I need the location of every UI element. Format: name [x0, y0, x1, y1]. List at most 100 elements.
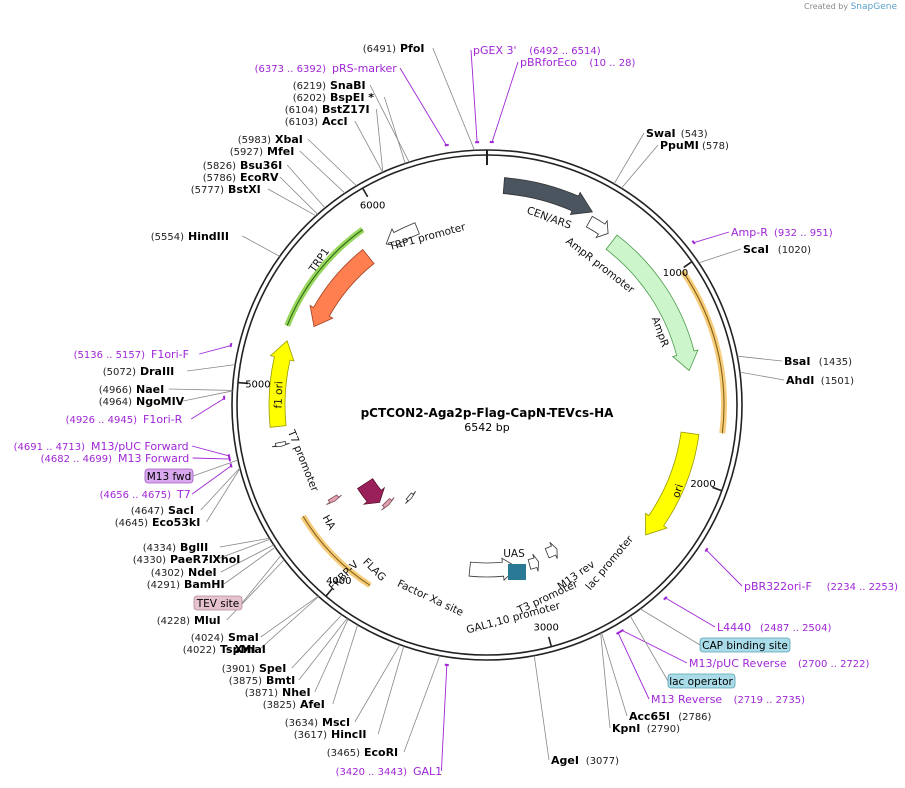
enzyme-pos-39: (3077) — [586, 756, 619, 767]
credit-prefix: Created by — [804, 2, 849, 11]
primer-mark-10 — [663, 596, 668, 601]
enzyme-name-9: BstXI — [228, 183, 261, 196]
enzyme-name-28: AfeI — [300, 698, 325, 711]
leader-boxed-2 — [639, 608, 701, 646]
enzyme-pos-17: (4330) — [133, 555, 166, 566]
leader-primer-12 — [617, 631, 650, 700]
leader-enzyme-1 — [369, 84, 410, 163]
enzyme-pos-25: (3901) — [222, 664, 255, 675]
enzyme-pos-29: (3634) — [285, 718, 318, 729]
enzyme-name-31: EcoRI — [364, 746, 398, 759]
leader-enzyme-12 — [168, 388, 233, 391]
enzyme-name-16: BglII — [180, 541, 208, 554]
f1-ori-label: f1 ori — [273, 381, 286, 409]
leader-primer-4 — [199, 344, 233, 355]
primer-mark-7 — [228, 457, 232, 462]
leader-enzyme-19 — [220, 544, 274, 573]
enzyme-name-4: AccI — [322, 115, 348, 128]
leader-lines — [168, 47, 785, 772]
ori-arrow — [645, 431, 700, 536]
cen-ars-arrow — [502, 177, 594, 215]
tick-3000 — [547, 636, 553, 647]
primer-name-13: GAL1 — [413, 765, 442, 778]
t3-promoter-arrow — [527, 553, 539, 572]
leader-enzyme-39 — [533, 655, 550, 761]
leader-boxed-3 — [629, 615, 669, 682]
tick-2000 — [712, 486, 723, 492]
primer-name-12: M13 Reverse — [651, 693, 722, 706]
primer-range-5: (4926 .. 4945) — [66, 415, 138, 426]
ori-label: ori — [670, 483, 686, 500]
leader-enzyme-28 — [332, 624, 359, 705]
leader-enzyme-16 — [219, 537, 270, 548]
ha-arrow — [326, 494, 342, 505]
leader-enzyme-2 — [384, 96, 406, 164]
ampr-highlight-core — [682, 270, 725, 434]
cap-binding-site-box[interactable]: CAP binding site — [699, 637, 791, 653]
leader-enzyme-31 — [403, 655, 441, 753]
tick-label-6000: 6000 — [360, 200, 385, 211]
leader-primer-5 — [190, 397, 226, 420]
enzyme-pos-11: (5072) — [103, 367, 136, 378]
primer-mark-3 — [691, 240, 696, 245]
tick-1000 — [683, 261, 693, 269]
enzyme-name-21: MluI — [194, 614, 221, 627]
enzyme-name-24: - XmaI — [226, 643, 266, 656]
leader-enzyme-32 — [613, 132, 645, 185]
primer-mark-9 — [704, 547, 709, 553]
enzyme-pos-26: (3875) — [229, 676, 262, 687]
leader-enzyme-23 — [259, 596, 319, 650]
primer-name-6: M13/pUC Forward — [91, 440, 189, 453]
trp1-promoter-arrow — [385, 222, 420, 248]
enzyme-name-18: - XhoI — [204, 553, 240, 566]
backbone-inner — [236, 154, 738, 656]
enzyme-pos-7: (5826) — [203, 161, 236, 172]
feature-arrows — [268, 177, 700, 582]
enzyme-name-23: TspMI — [220, 643, 256, 656]
flag-arrow — [381, 497, 395, 511]
primer-mark-11 — [619, 628, 624, 633]
enzyme-pos-2: (6202) — [293, 93, 326, 104]
tev-site-label: TEV site — [196, 598, 240, 610]
plasmid-size: 6542 bp — [464, 421, 509, 434]
enzyme-name-0: PfoI — [400, 42, 425, 55]
enzyme-pos-31: (3465) — [327, 748, 360, 759]
enzyme-name-22: SmaI — [228, 631, 259, 644]
primer-range-11: (2700 .. 2722) — [798, 659, 870, 670]
enzyme-pos-38: (2790) — [647, 724, 680, 735]
snapgene-credit: Created by SnapGene — [804, 2, 897, 12]
enzyme-name-13: NgoMIV — [136, 395, 185, 408]
enzyme-name-27: NheI — [282, 686, 311, 699]
enzyme-pos-10: (5554) — [151, 232, 184, 243]
leader-enzyme-26 — [298, 618, 348, 681]
leader-primer-11 — [621, 629, 688, 664]
enzyme-pos-37: (2786) — [678, 712, 711, 723]
tev-site-box[interactable]: TEV site — [193, 595, 243, 611]
primer-name-11: M13/pUC Reverse — [689, 657, 787, 670]
enzyme-pos-19: (4302) — [151, 568, 184, 579]
enzyme-name-36: AhdI — [786, 374, 814, 387]
leader-primer-1 — [491, 61, 519, 144]
enzyme-pos-30: (3617) — [294, 730, 327, 741]
tick-label-4000: 4000 — [326, 576, 351, 587]
primer-mark-2 — [444, 143, 449, 147]
enzyme-pos-12: (4966) — [99, 385, 132, 396]
enzyme-name-14: SacI — [168, 504, 194, 517]
leader-primer-0 — [470, 49, 478, 144]
leader-primer-2 — [399, 67, 448, 147]
m13-fwd-box[interactable]: M13 fwd — [144, 468, 194, 484]
lac-operator-box[interactable]: lac operator — [667, 673, 736, 689]
primer-mark-12 — [615, 631, 621, 635]
leader-enzyme-33 — [621, 144, 659, 189]
leader-enzyme-9 — [267, 188, 317, 217]
m13-fwd-label: M13 fwd — [147, 471, 192, 483]
leader-enzyme-11 — [187, 364, 236, 372]
leader-enzyme-22 — [260, 595, 319, 638]
enzyme-pos-36: (1501) — [821, 376, 854, 387]
primer-range-9: (2234 .. 2253) — [827, 582, 899, 593]
enzyme-pos-4: (6103) — [285, 117, 318, 128]
leader-enzyme-20 — [223, 546, 276, 585]
leader-enzyme-13 — [183, 390, 233, 402]
